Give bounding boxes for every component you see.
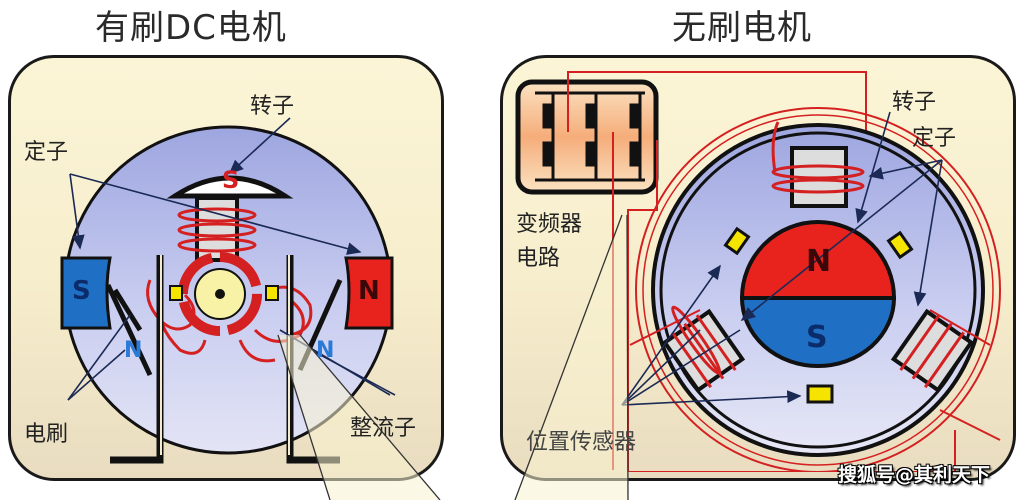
watermark: 搜狐号@其利天下 [838,464,991,486]
brushless-motor-title: 无刷电机 [672,8,812,48]
position-sensor-left [723,226,751,256]
rotor-coil-top [177,207,257,253]
label-stator-brushed: 定子 [24,140,69,165]
rotor-south-pole-label: S [806,320,828,355]
inverter-switches [535,91,645,182]
label-stator-brushless: 定子 [912,126,957,151]
rotor-north-pole-left-label: N [124,338,143,363]
label-commutator: 整流子 [350,416,417,441]
position-sensor-right [886,230,914,260]
stator-magnet-south [60,256,112,330]
rotor-north-pole-label: N [806,244,832,279]
label-position-sensor: 位置传感器 [526,430,637,455]
brush-contact-right [265,285,279,301]
stator-coil-right [899,314,965,389]
position-sensor-bottom [806,384,834,404]
rotor-north-pole-right-label: N [316,338,335,363]
stator-coil-top [771,121,865,194]
rotor-arm-left [105,283,153,377]
rotor-south-pole-label: S [222,166,240,194]
inverter-circuit-box [515,79,659,195]
label-rotor-brushed: 转子 [250,94,295,119]
rotor-pole-shoe-top [166,175,294,199]
stator-north-pole-label: N [358,276,380,306]
stator-south-pole-label: S [72,276,91,306]
label-inverter-line1: 变频器 [516,212,583,237]
brushed-dc-motor-title: 有刷DC电机 [95,8,287,48]
rotor-south-half [739,296,897,368]
stator-magnet-north [344,256,394,330]
label-inverter-line2: 电路 [516,246,561,271]
brush-contact-left [169,285,183,301]
label-brush: 电刷 [24,422,69,447]
label-rotor-brushless: 转子 [892,90,937,115]
